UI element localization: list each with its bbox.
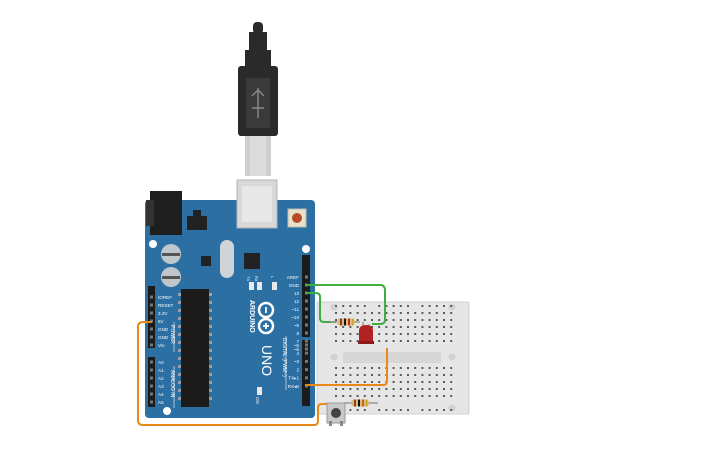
digital-pin-label: 7 bbox=[296, 339, 299, 344]
power-pin-label: GND bbox=[158, 335, 169, 340]
power-pin-label: 3.3V bbox=[158, 311, 168, 316]
pushbutton[interactable] bbox=[326, 402, 346, 426]
arduino-logo-text: ARDUINO bbox=[248, 300, 255, 333]
analog-pin-label: A3 bbox=[158, 384, 164, 389]
resistor-led[interactable] bbox=[330, 318, 360, 326]
digital-pin-label: 12 bbox=[294, 299, 300, 304]
l-label: L bbox=[270, 276, 275, 279]
digital-pin-label: ~9 bbox=[294, 323, 300, 328]
digital-pin-label: 8 bbox=[296, 331, 299, 336]
digital-pin-label: 2 bbox=[296, 367, 299, 372]
power-pin-label: RESET bbox=[158, 303, 174, 308]
digital-pin-label: AREF bbox=[287, 275, 299, 280]
digital-pin-label: ~3 bbox=[294, 359, 300, 364]
wire-pin2-orange[interactable] bbox=[305, 348, 388, 386]
power-pin-label: Vin bbox=[158, 343, 165, 348]
analog-pin-label: A4 bbox=[158, 392, 164, 397]
analog-header bbox=[148, 357, 155, 407]
tx-label: TX bbox=[246, 276, 251, 281]
digital-pin-label: ~6 bbox=[294, 347, 300, 352]
resistor-button[interactable] bbox=[344, 399, 378, 407]
power-label: POWER bbox=[169, 325, 175, 344]
analog-pin-label: A5 bbox=[158, 400, 164, 405]
analog-pin-label: A2 bbox=[158, 376, 164, 381]
arduino-logo bbox=[257, 301, 275, 335]
power-pin-label: IOREF bbox=[158, 295, 172, 300]
digital-pin-label: ~10 bbox=[291, 315, 299, 320]
wire-pin13-green[interactable] bbox=[305, 292, 336, 323]
digital-pin-label: 13 bbox=[294, 291, 300, 296]
digital-header-bottom bbox=[302, 340, 310, 406]
wire-gnd-green[interactable] bbox=[305, 284, 386, 325]
led-red[interactable] bbox=[358, 322, 374, 344]
digital-header-top bbox=[302, 255, 310, 337]
power-jack bbox=[150, 191, 182, 235]
digital-pin-label: GND bbox=[289, 283, 300, 288]
on-label: ON bbox=[255, 397, 260, 404]
analog-pin-label: A0 bbox=[158, 360, 164, 365]
power-header bbox=[148, 286, 155, 348]
digital-label: DIGITAL (PWM~) bbox=[281, 338, 287, 377]
analog-pin-label: A1 bbox=[158, 368, 164, 373]
digital-pin-label: TX▸1 bbox=[288, 376, 299, 381]
rx-label: RX bbox=[254, 276, 259, 282]
power-pin-label: 5V bbox=[158, 319, 165, 324]
wire-5v-orange[interactable] bbox=[137, 321, 332, 426]
arduino-board[interactable]: ARDUINO UNO ON TX RX L DIGITAL (PWM~) PO… bbox=[145, 179, 315, 418]
power-pin-label: GND bbox=[158, 327, 169, 332]
digital-pin-label: ~5 bbox=[294, 343, 300, 348]
analog-label: ANALOG IN bbox=[169, 370, 175, 398]
usb-cable bbox=[238, 22, 278, 176]
digital-pin-label: 4 bbox=[296, 351, 299, 356]
digital-pin-label: RX◂0 bbox=[288, 384, 300, 389]
board-model-text: UNO bbox=[259, 345, 275, 376]
digital-pin-label: ~11 bbox=[292, 307, 300, 312]
atmega-chip bbox=[181, 289, 209, 407]
